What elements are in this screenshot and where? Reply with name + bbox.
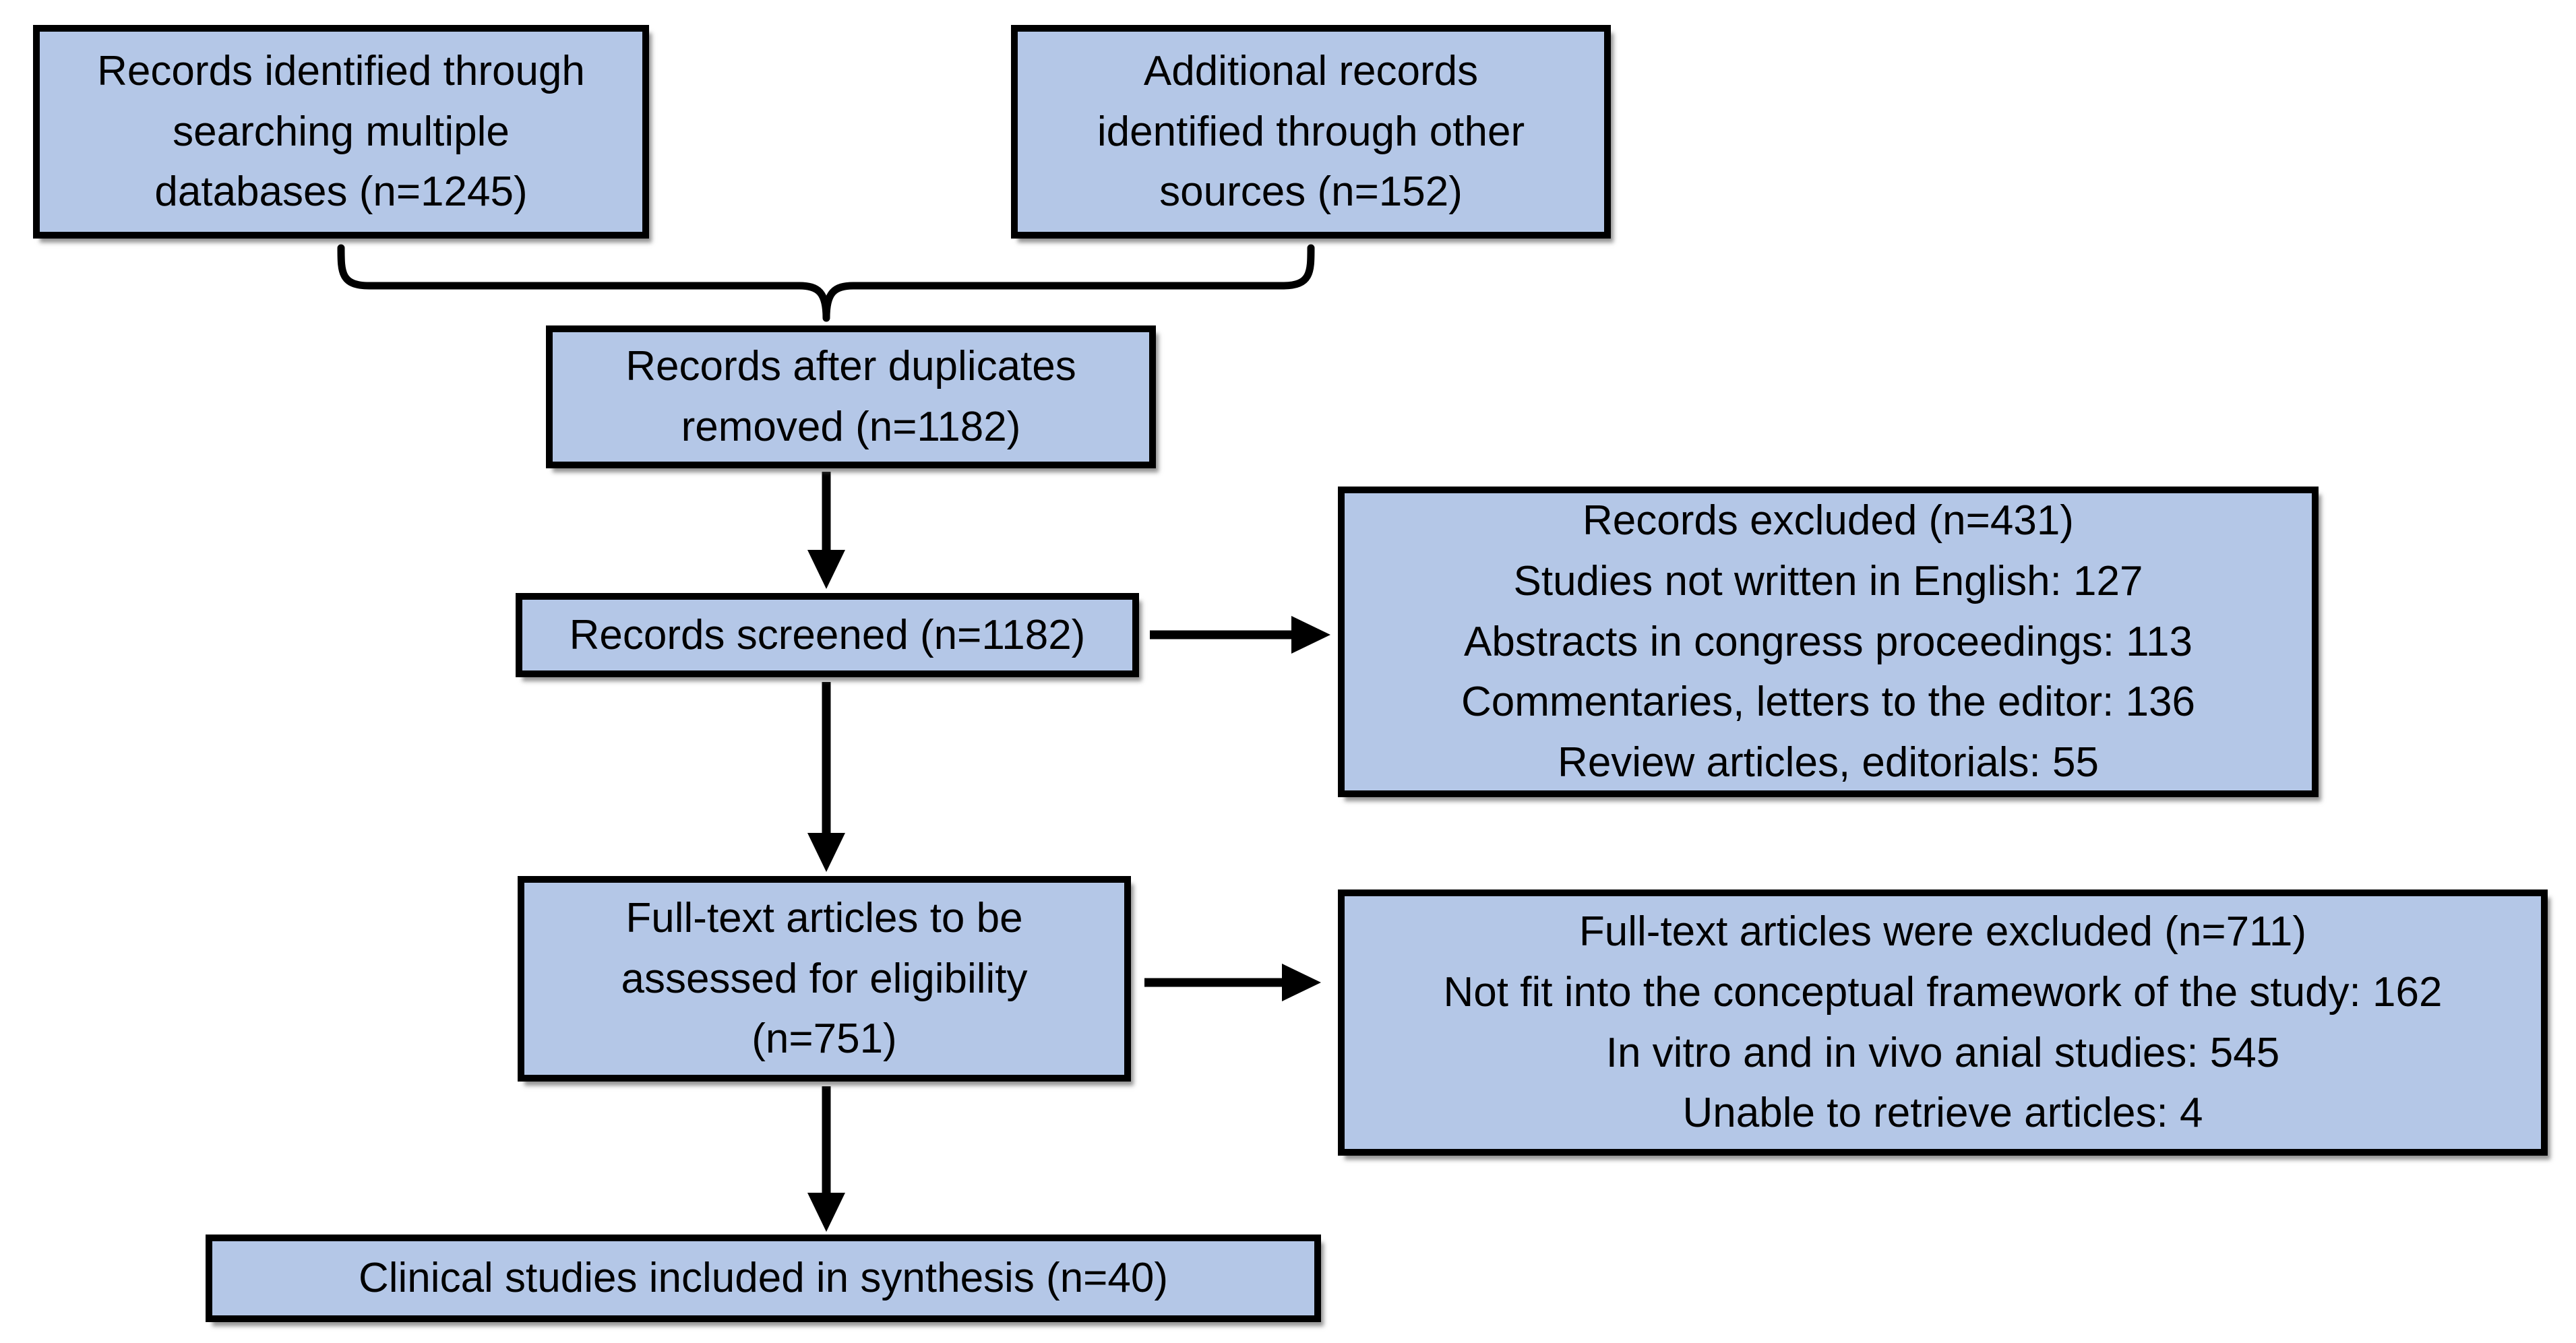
box-line: sources (n=152) bbox=[1159, 168, 1463, 216]
box-line: Abstracts in congress proceedings: 113 bbox=[1463, 618, 2192, 665]
box-line: (n=751) bbox=[752, 1016, 897, 1063]
box-line: identified through other bbox=[1097, 108, 1525, 155]
box-line: Records screened (n=1182) bbox=[569, 611, 1086, 658]
box-line: In vitro and in vivo anial studies: 545 bbox=[1605, 1029, 2280, 1076]
box-line: Records identified through bbox=[97, 47, 585, 94]
box-additional-records: Additional records identified through ot… bbox=[1011, 25, 1611, 239]
box-records-identified: Records identified through searching mul… bbox=[33, 25, 649, 239]
box-line: Full-text articles to be bbox=[625, 894, 1023, 941]
box-fulltext-assessed: Full-text articles to be assessed for el… bbox=[518, 876, 1131, 1082]
box-line: Review articles, editorials: 55 bbox=[1558, 739, 2099, 786]
box-line: removed (n=1182) bbox=[681, 404, 1021, 450]
box-duplicates-removed: Records after duplicates removed (n=1182… bbox=[546, 325, 1156, 468]
box-line: Commentaries, letters to the editor: 136 bbox=[1461, 679, 2195, 726]
box-line: Records after duplicates bbox=[625, 343, 1076, 390]
arrow-fulltext-to-excluded bbox=[1144, 964, 1321, 1001]
box-records-excluded: Records excluded (n=431) Studies not wri… bbox=[1338, 487, 2319, 797]
box-line: Not fit into the conceptual framework of… bbox=[1443, 968, 2443, 1016]
box-line: Records excluded (n=431) bbox=[1583, 497, 2074, 544]
box-line: Clinical studies included in synthesis (… bbox=[358, 1255, 1168, 1302]
arrow-screened-to-fulltext bbox=[807, 682, 845, 872]
box-records-screened: Records screened (n=1182) bbox=[516, 593, 1139, 677]
box-line: Additional records bbox=[1143, 47, 1479, 94]
box-line: Full-text articles were excluded (n=711) bbox=[1578, 908, 2307, 955]
box-studies-included: Clinical studies included in synthesis (… bbox=[206, 1235, 1321, 1322]
box-fulltext-excluded: Full-text articles were excluded (n=711)… bbox=[1338, 889, 2548, 1156]
box-line: Unable to retrieve articles: 4 bbox=[1682, 1090, 2203, 1137]
arrow-fulltext-to-included bbox=[807, 1086, 845, 1232]
arrow-screened-to-excluded bbox=[1150, 616, 1330, 654]
box-line: Studies not written in English: 127 bbox=[1513, 557, 2143, 604]
box-line: assessed for eligibility bbox=[621, 955, 1028, 1002]
merge-brace-connector bbox=[337, 244, 1315, 322]
box-line: databases (n=1245) bbox=[154, 168, 528, 216]
box-line: searching multiple bbox=[173, 108, 510, 155]
arrow-dedup-to-screened bbox=[807, 472, 845, 589]
